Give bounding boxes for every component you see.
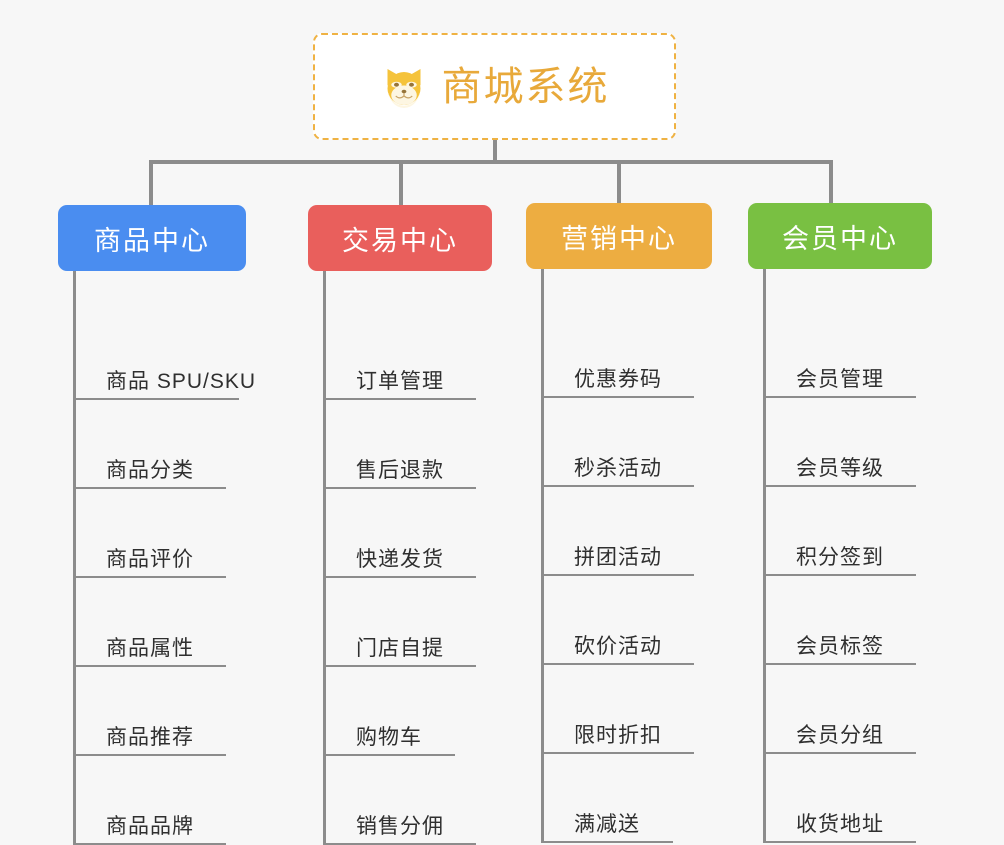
branch-header-4[interactable]: 会员中心 (748, 203, 932, 269)
connector-drop-2 (399, 160, 403, 207)
leaf-item[interactable]: 售后退款 (326, 400, 476, 489)
leaf-item-label: 会员分组 (796, 724, 884, 747)
leaf-item-label: 会员管理 (796, 368, 884, 391)
branch-column-1: 商品中心 商品 SPU/SKU 商品分类 商品评价 商品属性 商品推荐 商品品牌 (58, 205, 255, 845)
leaf-item[interactable]: 商品分类 (76, 400, 226, 489)
leaf-item[interactable]: 商品属性 (76, 578, 226, 667)
leaf-item-label: 会员标签 (796, 635, 884, 658)
leaf-item[interactable]: 会员标签 (766, 576, 916, 665)
connector-drop-1 (149, 160, 153, 207)
leaf-item[interactable]: 收货地址 (766, 754, 916, 843)
branch-header-2[interactable]: 交易中心 (308, 205, 492, 271)
leaf-item-label: 商品推荐 (106, 726, 194, 749)
leaf-item[interactable]: 订单管理 (326, 289, 476, 400)
leaf-item-label: 购物车 (356, 726, 422, 749)
leaf-item-label: 砍价活动 (574, 635, 662, 658)
branch-items-2: 订单管理 售后退款 快递发货 门店自提 购物车 销售分佣 (323, 271, 494, 845)
leaf-item[interactable]: 商品品牌 (76, 756, 226, 845)
leaf-item-label: 积分签到 (796, 546, 884, 569)
root-node[interactable]: 商城系统 (313, 33, 676, 140)
leaf-item[interactable]: 快递发货 (326, 489, 476, 578)
leaf-item-label: 满减送 (574, 813, 640, 836)
leaf-item[interactable]: 会员等级 (766, 398, 916, 487)
branch-column-4: 会员中心 会员管理 会员等级 积分签到 会员标签 会员分组 收货地址 (748, 203, 934, 843)
leaf-item-label: 会员等级 (796, 457, 884, 480)
leaf-item-label: 商品分类 (106, 459, 194, 482)
leaf-item-label: 拼团活动 (574, 546, 662, 569)
leaf-item-label: 商品评价 (106, 548, 194, 571)
leaf-item-label: 优惠券码 (574, 368, 662, 391)
leaf-item-label: 订单管理 (356, 370, 444, 393)
root-title: 商城系统 (441, 64, 610, 109)
leaf-item[interactable]: 拼团活动 (544, 487, 694, 576)
branch-column-2: 交易中心 订单管理 售后退款 快递发货 门店自提 购物车 销售分佣 (308, 205, 494, 845)
leaf-item-label: 快递发货 (356, 548, 444, 571)
branch-items-4: 会员管理 会员等级 积分签到 会员标签 会员分组 收货地址 (763, 269, 934, 843)
leaf-item-label: 商品属性 (106, 637, 194, 660)
connector-root-stem (493, 140, 497, 164)
leaf-item[interactable]: 会员分组 (766, 665, 916, 754)
leaf-item[interactable]: 优惠券码 (544, 287, 694, 398)
leaf-item[interactable]: 秒杀活动 (544, 398, 694, 487)
leaf-item-label: 收货地址 (796, 813, 884, 836)
leaf-item-label: 秒杀活动 (574, 457, 662, 480)
leaf-item[interactable]: 商品推荐 (76, 667, 226, 756)
leaf-item-label: 门店自提 (356, 637, 444, 660)
leaf-item-label: 商品品牌 (106, 815, 194, 838)
leaf-item[interactable]: 销售分佣 (326, 756, 476, 845)
leaf-item[interactable]: 门店自提 (326, 578, 476, 667)
leaf-item-label: 商品 SPU/SKU (106, 370, 257, 393)
connector-drop-4 (829, 160, 833, 207)
branch-items-3: 优惠券码 秒杀活动 拼团活动 砍价活动 限时折扣 满减送 (541, 269, 712, 843)
leaf-item[interactable]: 积分签到 (766, 487, 916, 576)
leaf-item[interactable]: 商品 SPU/SKU (76, 289, 255, 400)
shiba-inu-icon (387, 68, 420, 108)
leaf-item[interactable]: 商品评价 (76, 489, 226, 578)
leaf-item[interactable]: 砍价活动 (544, 576, 694, 665)
leaf-item[interactable]: 限时折扣 (544, 665, 694, 754)
branch-column-3: 营销中心 优惠券码 秒杀活动 拼团活动 砍价活动 限时折扣 满减送 (526, 203, 712, 843)
connector-horizontal-bus (149, 160, 833, 164)
leaf-item[interactable]: 会员管理 (766, 287, 916, 398)
leaf-item-label: 销售分佣 (356, 815, 444, 838)
connector-drop-3 (617, 160, 621, 207)
branch-header-3[interactable]: 营销中心 (526, 203, 712, 269)
branch-items-1: 商品 SPU/SKU 商品分类 商品评价 商品属性 商品推荐 商品品牌 (73, 271, 255, 845)
branch-header-1[interactable]: 商品中心 (58, 205, 246, 271)
leaf-item[interactable]: 满减送 (544, 754, 673, 843)
leaf-item-label: 售后退款 (356, 459, 444, 482)
leaf-item-label: 限时折扣 (574, 724, 662, 747)
leaf-item[interactable]: 购物车 (326, 667, 455, 756)
